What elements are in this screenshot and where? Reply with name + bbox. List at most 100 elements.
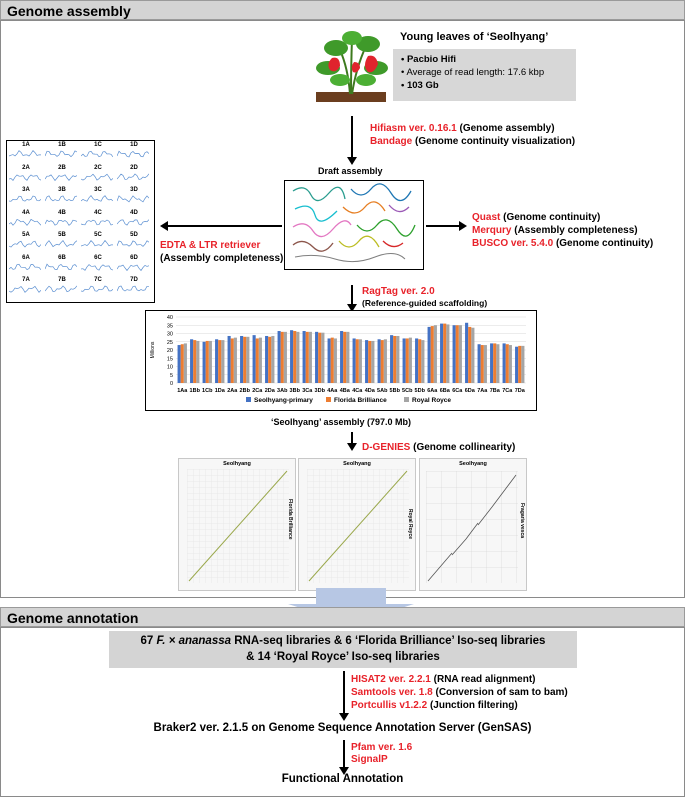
bar <box>371 340 375 383</box>
chromosome-grid-cell: 6A <box>8 255 43 277</box>
bandage-label: Bandage (Genome continuity visualization… <box>370 136 576 147</box>
bar <box>330 337 334 383</box>
chromosome-grid-cell: 7A <box>8 277 43 299</box>
x-tick-label: 6Aa <box>427 388 438 394</box>
bar <box>340 331 344 383</box>
bar <box>208 340 212 383</box>
bar <box>477 344 481 383</box>
edta-label: EDTA & LTR retriever <box>160 240 261 251</box>
bar <box>452 325 456 383</box>
bar <box>230 338 234 383</box>
x-tick-label: 4Ca <box>352 388 363 394</box>
functional-annotation-label: Functional Annotation <box>281 773 404 785</box>
bar <box>365 340 369 383</box>
chromosome-grid-cell: 7C <box>80 277 115 299</box>
x-tick-label: 3Ca <box>302 388 313 394</box>
bar <box>502 343 506 383</box>
bar <box>358 339 362 383</box>
bar <box>265 335 269 383</box>
y-tick-label: 25 <box>167 340 173 346</box>
x-tick-label: 2Da <box>265 388 276 394</box>
chromosome-grid-cell: 5D <box>116 232 151 254</box>
legend-label: Seolhyang-primary <box>254 397 313 404</box>
x-tick-label: 7Ba <box>490 388 501 394</box>
bar <box>446 324 450 383</box>
legend-label: Florida Brilliance <box>334 397 387 404</box>
flow-arrow-line <box>343 671 345 714</box>
bar <box>193 340 197 383</box>
bar <box>280 331 284 383</box>
dotplot-y-label: Fragaria vesca <box>519 503 525 539</box>
bar <box>190 339 194 383</box>
bar <box>421 340 425 383</box>
bar <box>302 331 306 383</box>
braker-label: Braker2 ver. 2.1.5 on Genome Sequence An… <box>153 722 532 734</box>
x-tick-label: 1Cb <box>202 388 213 394</box>
bar <box>383 339 387 383</box>
y-tick-label: 5 <box>170 373 173 379</box>
bar <box>327 338 331 383</box>
bar <box>493 343 497 383</box>
chromosome-grid-cell: 3D <box>116 187 151 209</box>
bar <box>246 336 250 383</box>
y-tick-label: 0 <box>170 381 173 387</box>
x-tick-label: 2Bb <box>240 388 251 394</box>
source-bullet: • 103 Gb <box>401 80 439 91</box>
bar <box>218 340 222 383</box>
flow-arrow-head <box>160 221 168 231</box>
bar <box>496 344 500 383</box>
bar <box>277 331 281 383</box>
x-tick-label: 3Bb <box>290 388 301 394</box>
bar <box>258 337 262 383</box>
bar <box>333 338 337 383</box>
bar <box>221 340 225 383</box>
dotplot-royal: Seolhyang Royal Royce <box>298 458 416 591</box>
portcullis-label: Portcullis v1.2.2 (Junction filtering) <box>351 700 518 711</box>
x-tick-label: 2Ca <box>252 388 263 394</box>
flow-arrow-line <box>351 285 353 305</box>
chromosome-grid-cell: 4B <box>44 210 79 232</box>
bar <box>405 338 409 383</box>
bar <box>465 322 469 383</box>
chromosome-grid-cell: 5A <box>8 232 43 254</box>
y-tick-label: 40 <box>167 315 173 321</box>
x-tick-label: 6Ca <box>452 388 463 394</box>
bar <box>505 344 509 383</box>
bar <box>521 345 525 383</box>
chromosome-grid-cell: 6D <box>116 255 151 277</box>
bar <box>368 340 372 383</box>
y-tick-label: 10 <box>167 365 173 371</box>
bar <box>255 338 259 383</box>
flow-arrow-head <box>347 157 357 165</box>
x-tick-label: 5Ab <box>377 388 388 394</box>
ragtag-label: RagTag ver. 2.0 <box>362 286 435 297</box>
pfam-label: Pfam ver. 1.6 <box>351 742 413 753</box>
bar <box>293 331 297 383</box>
edta-desc: (Assembly completeness) <box>160 253 284 264</box>
flow-arrow-head <box>347 304 357 312</box>
bar <box>433 325 437 383</box>
bar <box>443 323 447 383</box>
bar <box>390 335 394 383</box>
hifiasm-label: Hifiasm ver. 0.16.1 (Genome assembly) <box>370 123 555 134</box>
bar <box>205 340 209 383</box>
chromosome-grid-cell: 7B <box>44 277 79 299</box>
flow-arrow-line <box>426 225 460 227</box>
bar <box>393 335 397 383</box>
legend-swatch <box>246 397 251 402</box>
bar <box>515 346 519 383</box>
y-tick-label: 35 <box>167 323 173 329</box>
y-axis-label: Millions <box>150 341 156 358</box>
bar <box>271 335 275 383</box>
draft-assembly-label: Draft assembly <box>318 166 383 176</box>
signalp-label: SignalP <box>351 754 388 765</box>
x-tick-label: 5Cb <box>402 388 413 394</box>
x-tick-label: 4Ba <box>340 388 351 394</box>
section-header-annotation: Genome annotation <box>0 607 685 627</box>
source-bullet: • Average of read length: 17.6 kbp <box>401 67 545 78</box>
flow-arrow-line <box>343 740 345 768</box>
bar <box>227 335 231 383</box>
bar <box>315 331 319 383</box>
bar <box>430 326 434 383</box>
